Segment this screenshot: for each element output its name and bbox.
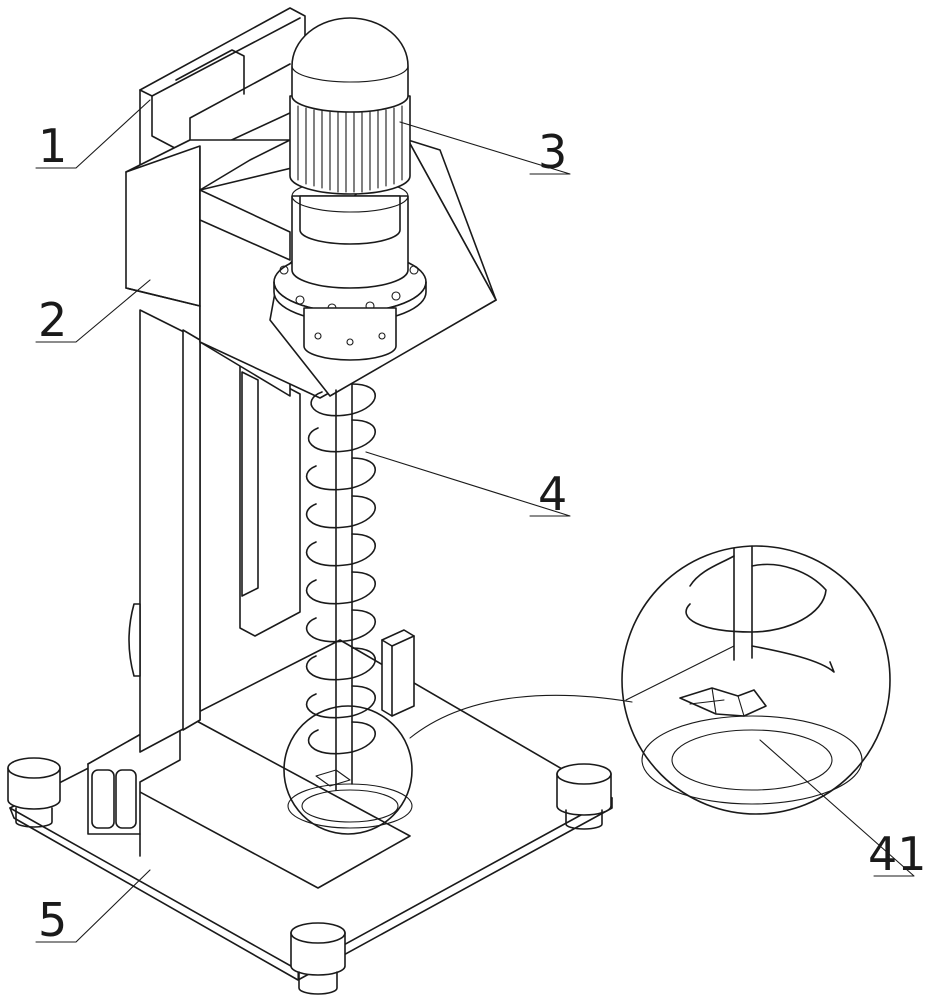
part-label-5: 5: [38, 893, 67, 947]
detail-connector-line: [409, 694, 633, 739]
part-labels: 1 2 3 4 41 5: [38, 119, 927, 947]
part-label-41: 41: [868, 827, 927, 881]
cooling-fins-icon: [297, 105, 403, 193]
part-label-4: 4: [538, 467, 567, 521]
detail-view: [621, 545, 891, 815]
column: [128, 309, 301, 753]
part-label-3: 3: [538, 125, 567, 179]
cutter-blade-icon: [679, 687, 767, 717]
foot-left-icon: [7, 757, 61, 828]
part-label-1: 1: [38, 119, 67, 173]
auger-guide-block: [381, 629, 415, 717]
detail-marker-circle: [283, 705, 413, 835]
top-bracket: [139, 7, 306, 177]
motor: [273, 17, 427, 361]
screw-auger: [305, 383, 377, 791]
foot-right-icon: [556, 763, 612, 830]
leader-lines: [35, 99, 915, 943]
feet: [7, 757, 612, 995]
foot-bottom-icon: [290, 922, 346, 995]
auger-flights-icon: [305, 383, 377, 755]
part-label-2: 2: [38, 293, 67, 347]
